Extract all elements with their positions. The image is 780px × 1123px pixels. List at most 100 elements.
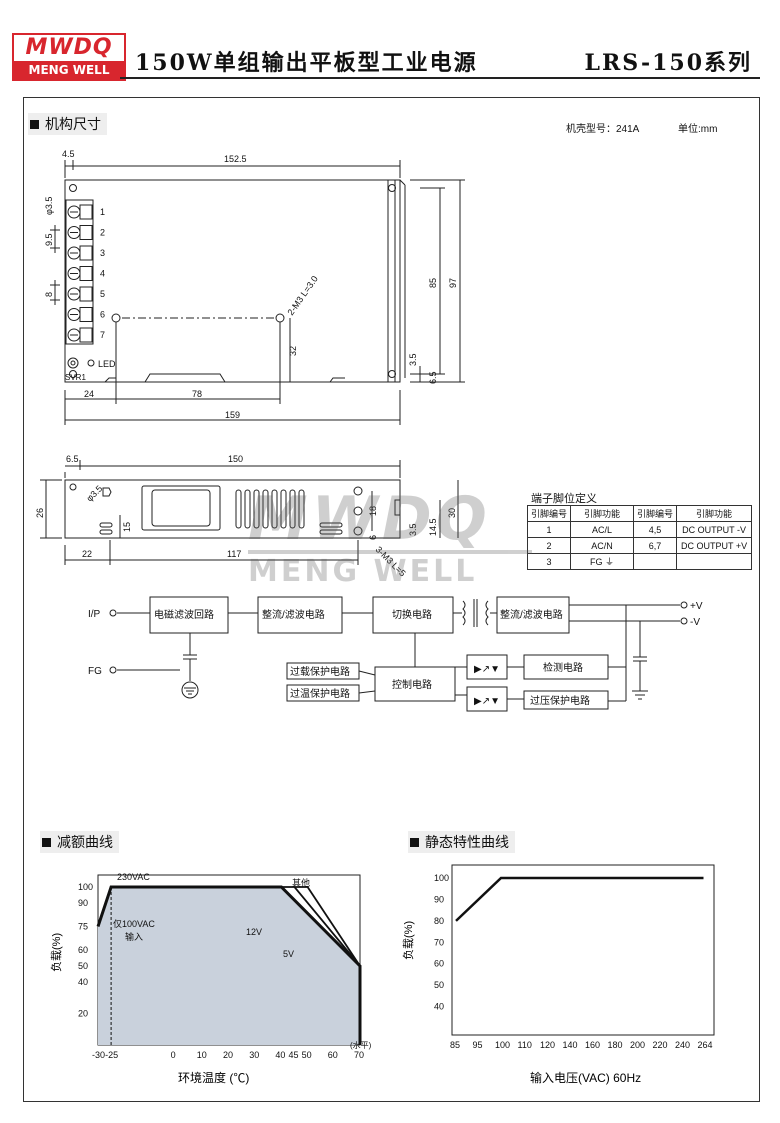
dim-3-5-side: 3.5 <box>408 523 418 536</box>
static-plot-frame <box>451 864 715 1036</box>
vent-slot <box>298 489 305 529</box>
pin-cell: 1 <box>526 521 572 538</box>
logo-text-top: MWDQ <box>14 35 124 61</box>
page-title: 150W单组输出平板型工业电源 <box>135 50 478 76</box>
derating-ylabel: 负载(%) <box>49 933 63 972</box>
derating-y-tick: 40 <box>78 977 88 987</box>
dim-85: 85 <box>428 278 438 288</box>
top-view-outline <box>64 179 401 383</box>
derating-y-tick: 60 <box>78 945 88 955</box>
derating-x-tick: 60 <box>328 1050 338 1060</box>
static-x-tick: 95 <box>473 1040 483 1050</box>
static-y-tick: 60 <box>434 959 444 969</box>
static-x-tick: 180 <box>608 1040 623 1050</box>
vent-slot <box>253 489 260 529</box>
ann-12v: 12V <box>246 927 262 937</box>
derating-x-tick: 10 <box>197 1050 207 1060</box>
led-label: LED <box>98 359 116 369</box>
static-x-tick: 140 <box>563 1040 578 1050</box>
dim-30: 30 <box>447 508 457 518</box>
terminal-number: 6 <box>100 310 105 320</box>
dim-phi-3-5: φ3.5 <box>44 197 54 215</box>
static-x-tick: 100 <box>495 1040 510 1050</box>
dim-6: 6 <box>368 535 378 540</box>
case-label: 机壳型号：241A <box>566 124 640 135</box>
dim-117: 117 <box>227 549 241 559</box>
dim-24: 24 <box>84 389 94 399</box>
ann-others: 其他 <box>292 877 310 888</box>
switch-block <box>372 596 454 634</box>
derating-x-tick: 45 <box>289 1050 299 1060</box>
dim-8: 8 <box>44 292 54 297</box>
derating-y-tick: 75 <box>78 922 88 932</box>
vent-slot <box>280 489 287 529</box>
static-x-tick: 110 <box>518 1040 532 1050</box>
terminal-block <box>65 199 94 345</box>
static-x-tick: 120 <box>540 1040 555 1050</box>
derating-x-tick: 30 <box>249 1050 259 1060</box>
static-x-tick: 240 <box>675 1040 690 1050</box>
rect1-block <box>257 596 343 634</box>
block-diagram: I/P FG 电磁滤波回路 整流/滤波电路 切换电路 整流/滤波电路 +V -V… <box>88 596 703 712</box>
ctrl-label: 控制电路 <box>392 678 432 691</box>
static-y-tick: 50 <box>434 980 444 990</box>
dim-6-5-side: 6.5 <box>66 454 79 464</box>
terminal-housing <box>79 327 93 343</box>
dim-15: 15 <box>122 522 132 532</box>
dim-97: 97 <box>448 278 458 288</box>
dim-152-5: 152.5 <box>224 154 247 164</box>
switch-label: 切换电路 <box>392 608 432 621</box>
otp-label: 过温保护电路 <box>290 687 350 700</box>
side-view-outline <box>64 479 401 539</box>
rect1-label: 整流/滤波电路 <box>262 608 325 621</box>
static-x-tick: 160 <box>585 1040 600 1050</box>
dim-26: 26 <box>35 508 45 518</box>
mechanical-section-header: 机构尺寸 <box>28 113 107 135</box>
ann-100vac: 仅100VAC <box>113 918 155 929</box>
pin-cell <box>633 553 678 570</box>
ann-100vac-input: 输入 <box>125 931 143 942</box>
static-y-tick: 100 <box>434 873 449 883</box>
unit-label: 单位:mm <box>678 124 718 135</box>
pin-cell: 3 <box>526 553 572 570</box>
derating-y-tick: 20 <box>78 1008 88 1018</box>
derating-x-tick: -30 <box>92 1050 105 1060</box>
terminal-number: 4 <box>100 269 105 279</box>
terminal-number: 2 <box>100 228 105 238</box>
logo-text-bottom: MENG WELL <box>28 63 110 77</box>
vent-slot <box>262 489 269 529</box>
optocoupler-icon: ▶↗▼ <box>474 664 500 675</box>
vplus-label: +V <box>690 601 703 612</box>
ovp-block <box>523 690 609 710</box>
pin-table-title: 端子脚位定义 <box>531 492 597 505</box>
dim-2-m3: 2-M3 L=3.0 <box>285 274 319 317</box>
pin-table: 引脚编号 引脚功能 引脚编号 引脚功能 1 AC/L 4,5 DC OUTPUT… <box>526 505 753 570</box>
vent-slot <box>244 489 251 529</box>
dim-22: 22 <box>82 549 92 559</box>
pin-cell: 2 <box>526 537 572 554</box>
dim-159: 159 <box>225 410 240 420</box>
series-title: LRS-150系列 <box>584 50 752 76</box>
pin-cell: AC/N <box>570 537 635 554</box>
dim-3-5: 3.5 <box>408 353 418 366</box>
dim-6-5: 6.5 <box>428 371 438 384</box>
dim-3-m3: 3-M3 L=5 <box>374 544 408 578</box>
side-view-drawing: 6.5 150 26 φ3.5 15 18 30 3.5 14.5 6 22 1… <box>35 454 459 578</box>
dim-14-5: 14.5 <box>428 518 438 536</box>
static-x-tick: 200 <box>630 1040 645 1050</box>
brand-logo: MWDQ MENG WELL <box>12 33 126 81</box>
terminal-housing <box>79 245 93 261</box>
static-section-label: 静态特性曲线 <box>425 835 509 851</box>
derating-y-tick: 90 <box>78 898 88 908</box>
terminal-housing <box>79 204 93 220</box>
dim-18: 18 <box>368 506 378 516</box>
derating-x-tick: 70 <box>354 1050 364 1060</box>
dim-78: 78 <box>192 389 202 399</box>
mechanical-section-label: 机构尺寸 <box>45 117 101 133</box>
terminal-housing <box>79 225 93 240</box>
derating-x-tick: 40 <box>275 1050 285 1060</box>
pin-cell: FG ⏚ <box>570 553 635 570</box>
